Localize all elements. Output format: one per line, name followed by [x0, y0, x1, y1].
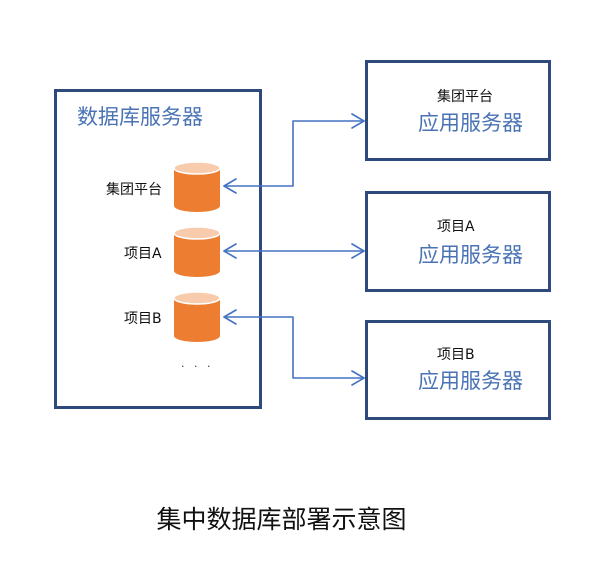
arrowhead-right-icon — [351, 113, 365, 129]
database-server-title: 数据库服务器 — [77, 105, 203, 129]
app-server-title: 应用服务器 — [418, 369, 523, 393]
database-icon-group-platform — [173, 161, 221, 212]
database-icon-project-b — [173, 291, 221, 342]
more-databases-ellipsis: · · · — [181, 360, 214, 373]
app-server-subtitle: 项目A — [437, 219, 475, 235]
app-server-box-project-a — [365, 191, 551, 292]
app-server-subtitle: 集团平台 — [437, 89, 493, 105]
database-icon-project-a — [173, 226, 221, 277]
database-label-group-platform: 集团平台 — [106, 182, 162, 198]
arrowhead-right-icon — [351, 370, 365, 386]
app-server-subtitle: 项目B — [437, 347, 475, 363]
arrowhead-left-icon — [223, 309, 237, 325]
arrowhead-right-icon — [351, 243, 365, 259]
arrowhead-left-icon — [223, 243, 237, 259]
app-server-title: 应用服务器 — [418, 111, 523, 135]
database-label-project-a: 项目A — [124, 246, 162, 262]
connector-line-group-platform — [223, 120, 365, 187]
connector-line-project-b — [223, 316, 365, 379]
database-label-project-b: 项目B — [124, 311, 162, 327]
arrowhead-left-icon — [223, 178, 237, 194]
app-server-title: 应用服务器 — [418, 243, 523, 267]
diagram-caption: 集中数据库部署示意图 — [156, 505, 407, 534]
app-server-box-group-platform — [365, 60, 551, 161]
app-server-box-project-b — [365, 320, 551, 420]
